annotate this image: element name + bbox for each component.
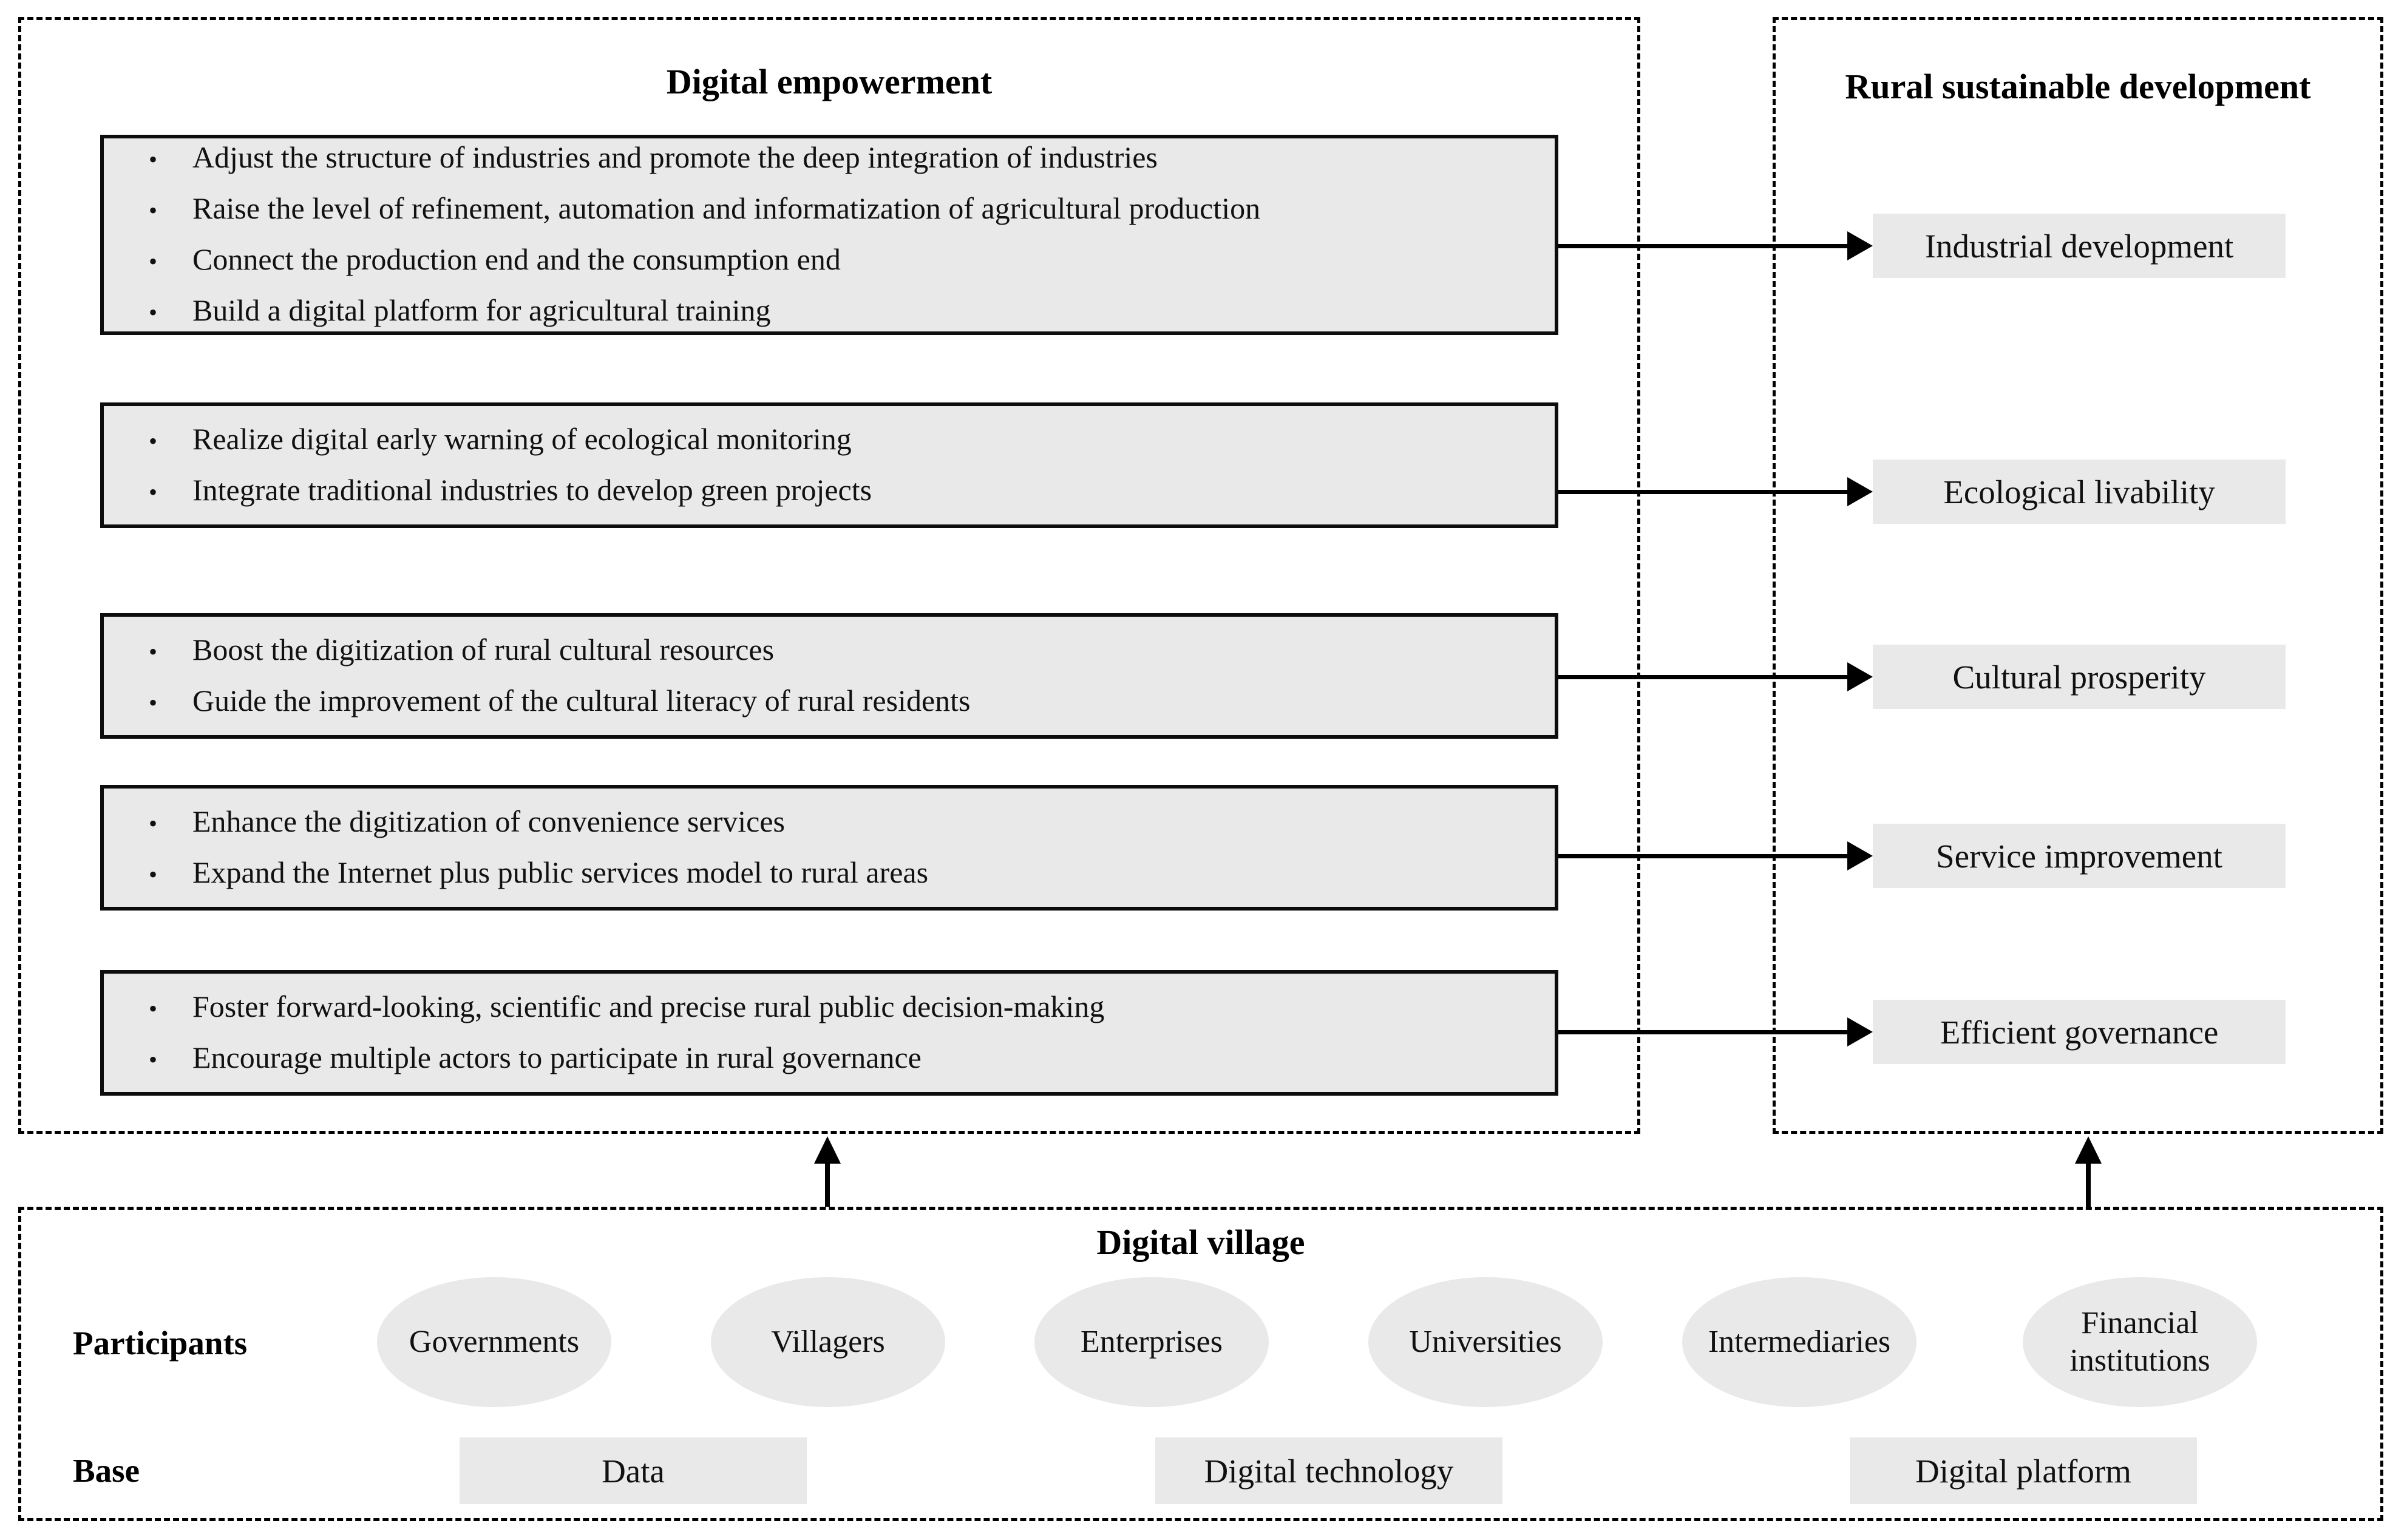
service-measures-box: • Enhance the digitization of convenienc… xyxy=(100,785,1558,911)
arrow-right-icon xyxy=(1847,662,1873,691)
arrow-to-ecological-livability xyxy=(1558,477,1873,506)
arrow-shaft xyxy=(2086,1161,2091,1207)
bullet-icon: • xyxy=(148,1045,157,1073)
measure-text: Connect the production end and the consu… xyxy=(192,242,841,276)
digital-empowerment-panel xyxy=(18,17,1640,1134)
arrow-up-icon xyxy=(2075,1136,2102,1164)
arrow-to-cultural-prosperity xyxy=(1558,662,1873,691)
measure-text: Integrate traditional industries to deve… xyxy=(192,472,872,507)
arrow-shaft xyxy=(1558,490,1851,494)
measure-text: Raise the level of refinement, automatio… xyxy=(192,191,1261,225)
arrow-shaft xyxy=(1558,675,1851,679)
culture-measures-box: • Boost the digitization of rural cultur… xyxy=(100,613,1558,739)
measure-item: • Build a digital platform for agricultu… xyxy=(139,294,1555,328)
bullet-icon: • xyxy=(148,688,157,716)
arrow-shaft xyxy=(1558,854,1851,858)
bullet-icon: • xyxy=(148,427,157,455)
outcome-efficient-governance: Efficient governance xyxy=(1873,1000,2286,1064)
digital-village-title: Digital village xyxy=(1096,1223,1305,1262)
arrow-shaft xyxy=(1558,1030,1851,1034)
bullet-icon: • xyxy=(148,197,157,224)
measure-item: • Boost the digitization of rural cultur… xyxy=(139,634,1555,668)
measure-item: • Encourage multiple actors to participa… xyxy=(139,1042,1555,1076)
participant-villagers: Villagers xyxy=(711,1277,945,1407)
measure-item: • Expand the Internet plus public servic… xyxy=(139,856,1555,890)
measure-item: • Guide the improvement of the cultural … xyxy=(139,685,1555,719)
governance-measures-box: • Foster forward-looking, scientific and… xyxy=(100,970,1558,1096)
outcome-ecological-livability: Ecological livability xyxy=(1873,460,2286,524)
outcome-industrial-development: Industrial development xyxy=(1873,214,2286,278)
measure-text: Realize digital early warning of ecologi… xyxy=(192,421,852,456)
digital-village-panel xyxy=(18,1207,2383,1521)
bullet-icon: • xyxy=(148,809,157,837)
bullet-icon: • xyxy=(148,637,157,665)
measure-text: Build a digital platform for agricultura… xyxy=(192,293,771,327)
arrow-shaft xyxy=(1558,244,1851,248)
bullet-icon: • xyxy=(148,248,157,275)
participant-enterprises: Enterprises xyxy=(1034,1277,1269,1407)
rural-sustainable-development-title: Rural sustainable development xyxy=(1845,67,2311,106)
rural-sustainable-development-panel xyxy=(1773,17,2383,1134)
participant-intermediaries: Intermediaries xyxy=(1682,1277,1916,1407)
participant-governments: Governments xyxy=(377,1277,611,1407)
digital-empowerment-title: Digital empowerment xyxy=(666,62,993,101)
bullet-icon: • xyxy=(148,860,157,888)
measure-item: • Enhance the digitization of convenienc… xyxy=(139,806,1555,840)
measure-text: Expand the Internet plus public services… xyxy=(192,855,929,889)
measure-text: Adjust the structure of industries and p… xyxy=(192,140,1158,174)
measure-item: • Adjust the structure of industries and… xyxy=(139,141,1555,175)
arrow-to-service-improvement xyxy=(1558,841,1873,870)
measure-item: • Integrate traditional industries to de… xyxy=(139,474,1555,508)
measure-text: Encourage multiple actors to participate… xyxy=(192,1040,922,1074)
outcome-service-improvement: Service improvement xyxy=(1873,824,2286,888)
bullet-icon: • xyxy=(148,994,157,1022)
participant-financial-institutions: Financial institutions xyxy=(2023,1277,2257,1407)
measure-item: • Raise the level of refinement, automat… xyxy=(139,192,1555,226)
measure-item: • Foster forward-looking, scientific and… xyxy=(139,991,1555,1025)
outcome-cultural-prosperity: Cultural prosperity xyxy=(1873,645,2286,709)
arrow-to-industrial-development xyxy=(1558,231,1873,260)
measure-text: Boost the digitization of rural cultural… xyxy=(192,632,775,667)
bullet-icon: • xyxy=(148,146,157,173)
participant-universities: Universities xyxy=(1368,1277,1603,1407)
base-data: Data xyxy=(460,1437,807,1504)
arrow-right-icon xyxy=(1847,477,1873,506)
arrow-village-to-empowerment xyxy=(814,1136,841,1207)
industry-measures-box: • Adjust the structure of industries and… xyxy=(100,135,1558,335)
base-digital-technology: Digital technology xyxy=(1155,1437,1502,1504)
arrow-up-icon xyxy=(814,1136,841,1164)
bullet-icon: • xyxy=(148,478,157,506)
base-digital-platform: Digital platform xyxy=(1850,1437,2197,1504)
measure-item: • Connect the production end and the con… xyxy=(139,243,1555,277)
arrow-village-to-development xyxy=(2075,1136,2102,1207)
measure-text: Enhance the digitization of convenience … xyxy=(192,804,785,838)
ecology-measures-box: • Realize digital early warning of ecolo… xyxy=(100,402,1558,528)
arrow-right-icon xyxy=(1847,1017,1873,1046)
arrow-shaft xyxy=(825,1161,830,1207)
measure-text: Foster forward-looking, scientific and p… xyxy=(192,989,1105,1023)
base-label: Base xyxy=(73,1452,140,1489)
participants-label: Participants xyxy=(73,1325,248,1362)
bullet-icon: • xyxy=(148,299,157,326)
arrow-right-icon xyxy=(1847,231,1873,260)
measure-text: Guide the improvement of the cultural li… xyxy=(192,683,971,717)
arrow-to-efficient-governance xyxy=(1558,1017,1873,1046)
arrow-right-icon xyxy=(1847,841,1873,870)
measure-item: • Realize digital early warning of ecolo… xyxy=(139,423,1555,457)
